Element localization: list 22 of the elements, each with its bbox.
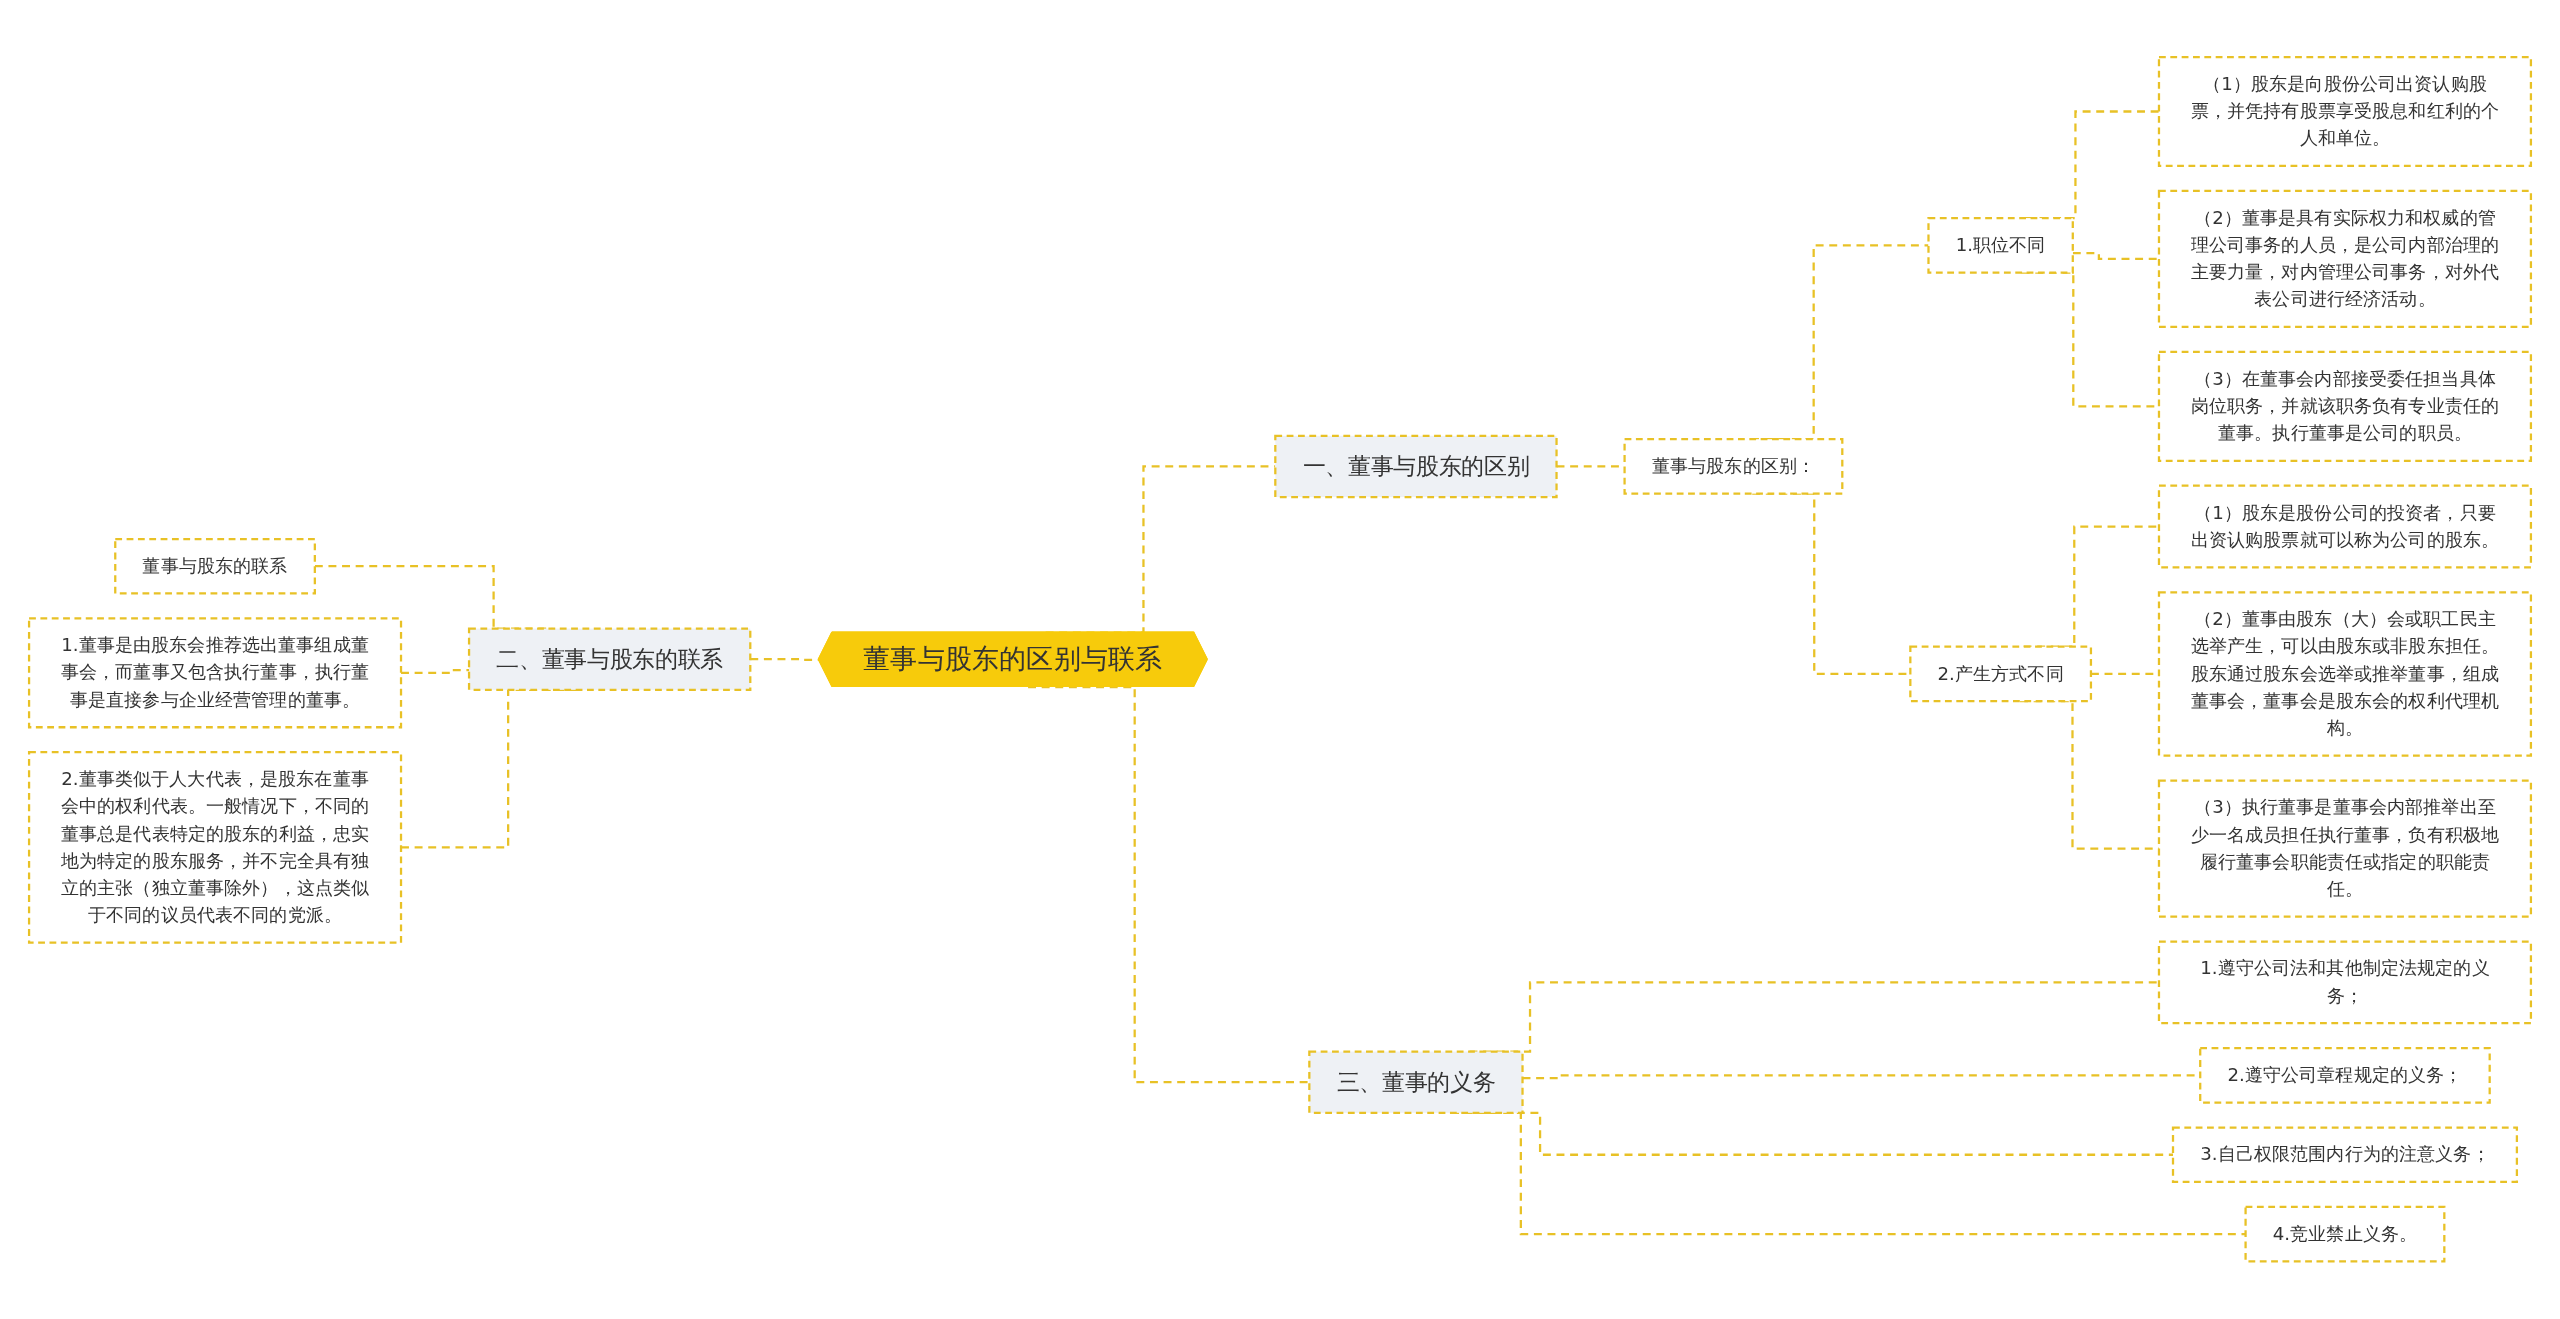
node-box: （3）执行董事是董事会内部推举出至少一名成员担任执行董事，负有积极地履行董事会职能责任或指定的职能责任。: [2157, 779, 2533, 919]
node-box: 2.遵守公司章程规定的义务；: [2199, 1047, 2491, 1104]
node-box: 二、董事与股东的联系: [467, 627, 752, 692]
node-box: （1）股东是股份公司的投资者，只要出资认购股票就可以称为公司的股东。: [2157, 484, 2533, 569]
node-box: 一、董事与股东的区别: [1274, 434, 1558, 499]
connector: [401, 669, 470, 675]
node-box: 2.产生方式不同: [1909, 645, 2093, 703]
node-box: 董事与股东的联系: [114, 538, 316, 595]
node-box: （2）董事由股东（大）会或职工民主选举产生，可以由股东或非股东担任。股东通过股东会选举或推举董事，组成董事会，董事会是股东会的权利代理机构。: [2157, 591, 2533, 757]
node-box: 2.董事类似于人大代表，是股东在董事会中的权利代表。一般情况下，不同的董事总是代表特定的股东的利益，忠实地为特定的股东服务，并不完全具有独立的主张（独立董事除外），这点类似于不同的议员代表不同的党派。: [27, 751, 403, 945]
node-box: 董事与股东的区别：: [1623, 438, 1844, 496]
node-box: 1.董事是由股东会推荐选出董事组成董事会，而董事又包含执行董事，执行董事是直接参与企业经营管理的董事。: [27, 617, 403, 729]
node-box: 三、董事的义务: [1308, 1050, 1524, 1115]
node-box: 1.职位不同: [1927, 217, 2074, 274]
node-box: 1.遵守公司法和其他制定法规定的义务；: [2157, 940, 2533, 1025]
node-box: 3.自己权限范围内行为的注意义务；: [2171, 1126, 2519, 1184]
node-box: （2）董事是具有实际权力和权威的管理公司事务的人员，是公司内部治理的主要力量，对内管理公司事务，对外代表公司进行经济活动。: [2157, 190, 2533, 329]
node-box: 4.竞业禁止义务。: [2244, 1206, 2446, 1263]
node-box: （3）在董事会内部接受委任担当具体岗位职务，并就该职务负有专业责任的董事。执行董事是公司的职员。: [2157, 351, 2533, 463]
connector: [1028, 686, 1310, 1084]
connector: [2072, 252, 2159, 261]
node-box: （1）股东是向股份公司出资认购股票，并凭持有股票享受股息和红利的个人和单位。: [2157, 56, 2533, 168]
